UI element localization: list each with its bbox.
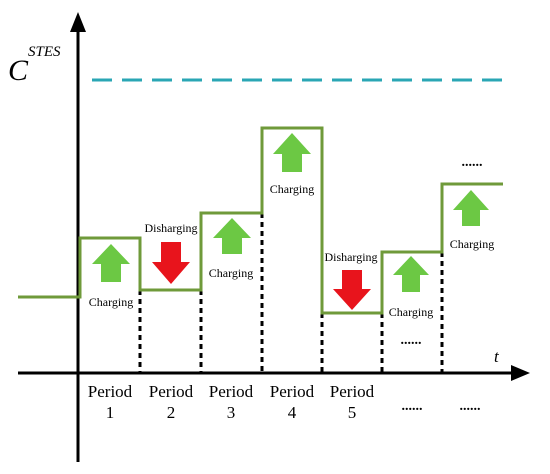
period-ellipsis: ...... (460, 399, 481, 414)
discharging-arrow-icon (152, 242, 190, 284)
period-label: Period (330, 382, 375, 401)
charging-arrow-icon (453, 190, 489, 226)
period-number: 3 (227, 403, 236, 422)
period-label: Period (209, 382, 254, 401)
charging-arrow-icon (213, 218, 251, 254)
capacity-label-superscript: STES (28, 44, 61, 60)
period-label: Period (270, 382, 315, 401)
period-label: Period (88, 382, 133, 401)
capacity-label: C (8, 54, 29, 87)
ellipsis-mid: ...... (401, 333, 422, 348)
x-axis-label: t (494, 347, 500, 366)
stored-energy-step-line (18, 126, 503, 315)
charging-arrow-icon (393, 256, 429, 292)
state-label: Disharging (144, 221, 197, 235)
period-number: 2 (167, 403, 176, 422)
charging-arrow-icon (92, 244, 130, 282)
period-label: Period (149, 382, 194, 401)
period-number: 5 (348, 403, 357, 422)
period-ellipsis: ...... (402, 399, 423, 414)
y-axis-arrowhead (70, 12, 86, 32)
state-label: Charging (89, 295, 133, 309)
period-boundaries (138, 213, 444, 373)
state-label: Disharging (324, 250, 377, 264)
discharging-arrow-icon (333, 270, 371, 310)
state-label: Charging (270, 182, 314, 196)
period-number: 4 (288, 403, 297, 422)
period-number: 1 (106, 403, 115, 422)
ellipsis-top: ...... (462, 155, 483, 170)
state-label: Charging (389, 305, 433, 319)
x-axis-arrowhead (511, 365, 530, 381)
charging-arrow-icon (273, 133, 311, 172)
state-label: Charging (450, 237, 494, 251)
state-label: Charging (209, 266, 253, 280)
